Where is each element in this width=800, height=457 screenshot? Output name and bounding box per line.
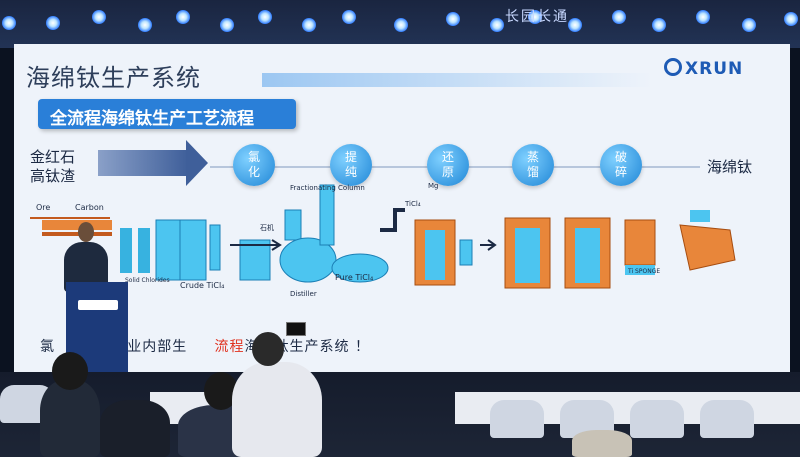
chair bbox=[700, 400, 754, 438]
stage-light bbox=[568, 18, 582, 32]
stage-light bbox=[652, 18, 666, 32]
product-label: 海绵钛 bbox=[707, 156, 752, 177]
diagram-label: Fractionating Column bbox=[290, 184, 365, 192]
diagram-label: Distiller bbox=[290, 290, 317, 298]
distillation-unit bbox=[505, 218, 610, 288]
process-diagram: Ore Carbon Crude TiCl₄ Fractionating Col… bbox=[30, 180, 770, 305]
company-logo: XRUN bbox=[664, 58, 743, 79]
phone-icon bbox=[286, 322, 306, 336]
diagram-label: Mg bbox=[428, 182, 438, 190]
audience-member bbox=[572, 430, 632, 457]
stage-light bbox=[46, 16, 60, 30]
stage-light bbox=[742, 18, 756, 32]
stage-light bbox=[342, 10, 356, 24]
step-label: 氯 bbox=[248, 150, 260, 165]
stage-light bbox=[220, 18, 234, 32]
speaker-head bbox=[78, 222, 94, 242]
reduction-unit bbox=[380, 210, 495, 285]
stage-light bbox=[490, 18, 504, 32]
audience-member-with-phone bbox=[232, 362, 322, 457]
logo-text: XRUN bbox=[685, 59, 743, 79]
step-label: 还 bbox=[442, 150, 454, 165]
banner-text: 长园长通 bbox=[505, 6, 569, 26]
audience-head bbox=[52, 352, 88, 390]
podium-logo bbox=[78, 300, 118, 310]
stage-light bbox=[446, 12, 460, 26]
step-label: 破 bbox=[615, 150, 627, 165]
chair bbox=[630, 400, 684, 438]
diagram-label: TiCl₄ bbox=[404, 200, 421, 208]
audience-member bbox=[100, 400, 170, 457]
audience-head bbox=[252, 332, 284, 366]
stage-light bbox=[612, 10, 626, 24]
process-arrow bbox=[98, 150, 188, 176]
step-label: 化 bbox=[248, 165, 260, 180]
stage-light bbox=[258, 10, 272, 24]
diagram-label: Carbon bbox=[75, 203, 104, 212]
stage-light bbox=[176, 10, 190, 24]
step-label: 提 bbox=[345, 150, 357, 165]
crushing-unit bbox=[625, 210, 735, 275]
logo-mark-icon bbox=[664, 58, 682, 76]
step-label: 纯 bbox=[345, 165, 357, 180]
stage-light bbox=[2, 16, 16, 30]
stage-light bbox=[696, 10, 710, 24]
slide-title: 海绵钛生产系统 bbox=[26, 58, 201, 93]
step-label: 原 bbox=[442, 165, 454, 180]
step-label: 蒸 bbox=[527, 150, 539, 165]
caption-text: 氯 bbox=[40, 339, 55, 355]
title-underline-bar bbox=[262, 73, 652, 87]
diagram-label: Ti SPONGE bbox=[627, 268, 660, 275]
caption-highlight: 流程 bbox=[215, 339, 245, 355]
stage-ceiling: 长园长通 bbox=[0, 0, 800, 48]
slide-subtitle: 全流程海绵钛生产工艺流程 bbox=[50, 104, 254, 129]
stage-light bbox=[784, 12, 798, 26]
stage-light bbox=[92, 10, 106, 24]
diagram-label: 石机 bbox=[260, 223, 274, 232]
chair bbox=[490, 400, 544, 438]
diagram-label: Ore bbox=[36, 203, 50, 212]
step-label: 馏 bbox=[527, 165, 539, 180]
diagram-label: Pure TiCl₄ bbox=[335, 273, 373, 282]
stage-light bbox=[138, 18, 152, 32]
diagram-label: Solid Chlorides bbox=[125, 277, 170, 284]
diagram-label: Crude TiCl₄ bbox=[180, 281, 224, 290]
stage-light bbox=[394, 18, 408, 32]
audience-member bbox=[40, 380, 100, 457]
step-label: 碎 bbox=[615, 165, 627, 180]
stage-light bbox=[302, 18, 316, 32]
